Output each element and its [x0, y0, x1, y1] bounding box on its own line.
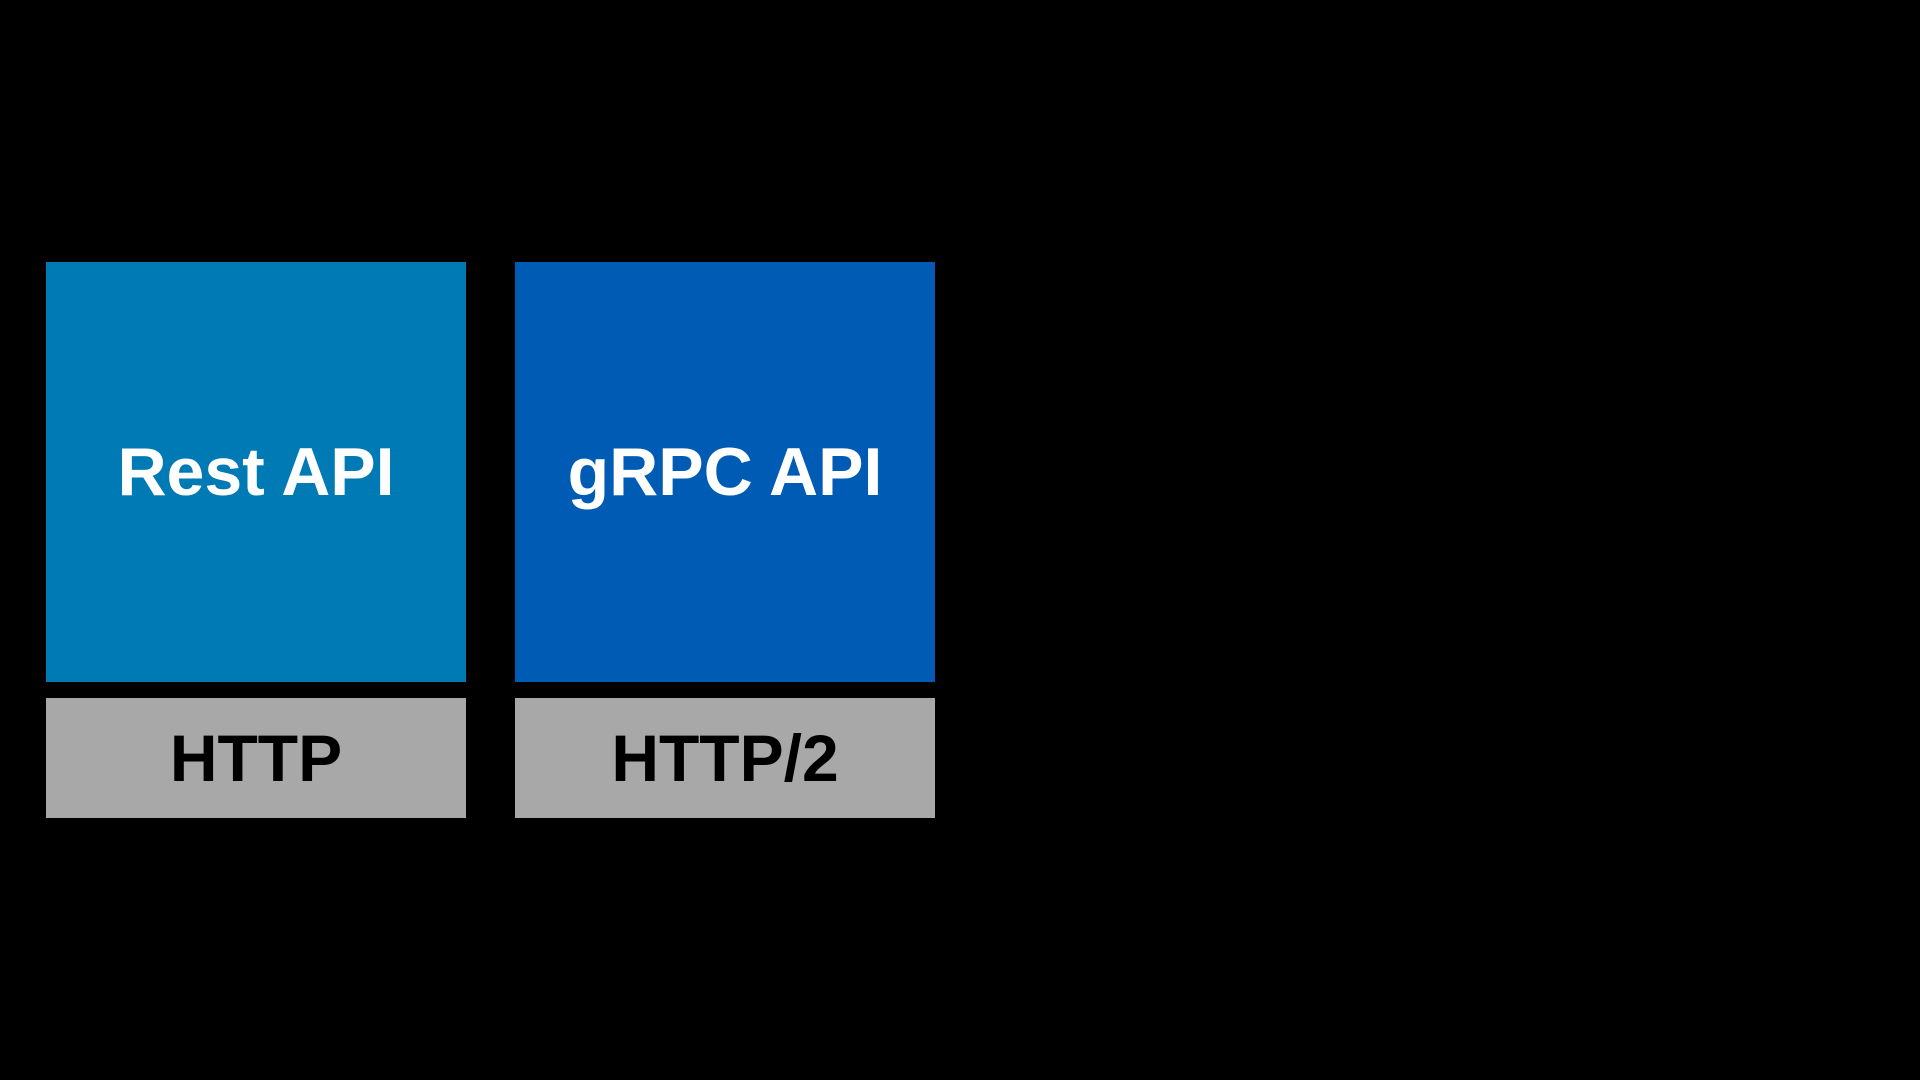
rest-api-label: Rest API — [117, 434, 395, 510]
http2-protocol-box: HTTP/2 — [515, 698, 935, 818]
rest-api-stack: Rest API HTTP — [46, 262, 466, 818]
rest-api-box: Rest API — [46, 262, 466, 682]
http-protocol-label: HTTP — [169, 721, 343, 795]
grpc-api-stack: gRPC API HTTP/2 — [515, 262, 935, 818]
grpc-api-box: gRPC API — [515, 262, 935, 682]
grpc-api-label: gRPC API — [567, 434, 883, 510]
http-protocol-box: HTTP — [46, 698, 466, 818]
http2-protocol-label: HTTP/2 — [611, 721, 839, 795]
